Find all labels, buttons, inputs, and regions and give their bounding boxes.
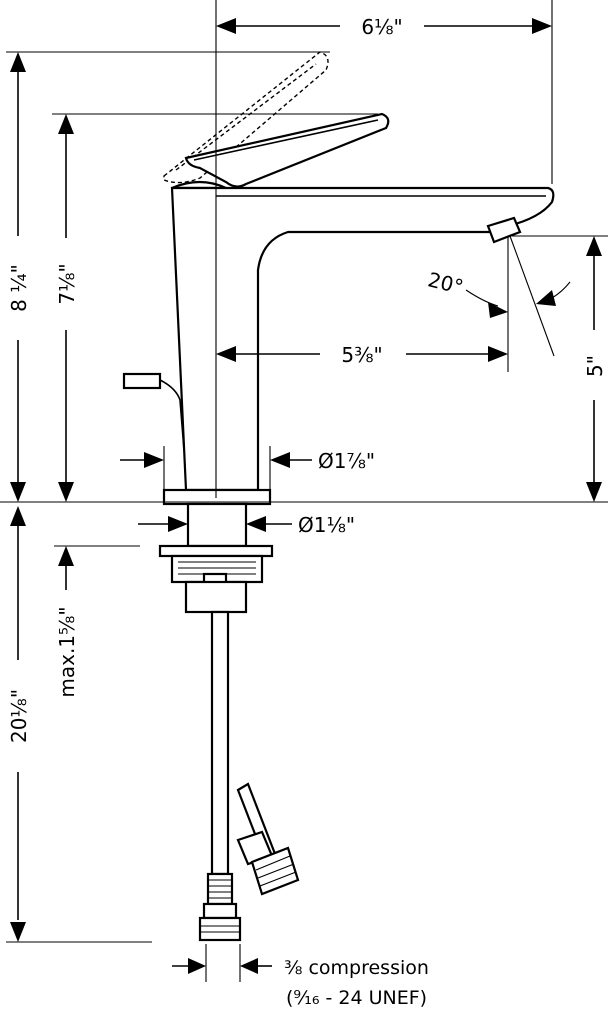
shank-diameter-label: Ø1⅛" — [298, 513, 355, 537]
hose-fitting — [206, 872, 234, 906]
compression-label: ⅜ compression — [284, 957, 429, 979]
lever-height-label: 7⅛" — [55, 263, 79, 304]
supply-length-label: 20⅛" — [7, 689, 31, 743]
supply-hose-main — [210, 610, 230, 876]
lever-alternate-position — [163, 51, 329, 184]
faucet-drawing — [122, 51, 555, 942]
overall-width-label: 6⅛" — [361, 15, 402, 39]
spout-reach-label: 5⅜" — [341, 343, 382, 367]
mounting-washer — [158, 544, 274, 558]
compression-thread-label: (⁹⁄₁₆ - 24 UNEF) — [286, 987, 427, 1009]
total-height-label: 8 ¼" — [7, 264, 31, 312]
max-deck-label: max.1⅝" — [55, 606, 79, 697]
drain-knob — [122, 372, 162, 390]
angle-label: 20° — [426, 267, 466, 299]
shank — [186, 502, 248, 548]
lever — [184, 112, 390, 188]
spout-height-label: 5" — [583, 355, 607, 377]
dimension-lines — [0, 0, 608, 982]
base-diameter-label: Ø1⅞" — [318, 449, 375, 473]
aerator — [486, 216, 522, 244]
